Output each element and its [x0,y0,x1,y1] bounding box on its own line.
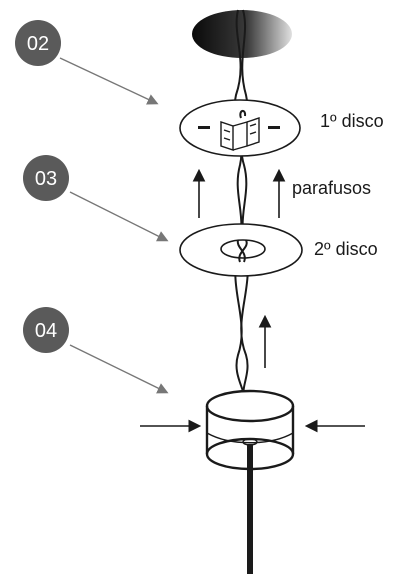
cable-strand-b [240,9,249,401]
label-screws: parafusos [292,178,371,198]
screw-slot-right [268,126,280,129]
label-first-disc: 1º disco [320,111,384,131]
pointer-step-04 [69,344,169,394]
step-number: 04 [35,320,57,342]
terminal-bracket [220,117,260,151]
label-second-disc: 2º disco [314,239,378,259]
pendant-rod [247,444,253,574]
wire-hook [239,110,247,119]
step-badge-03: 03 [23,155,69,201]
cable-strand-a [233,9,246,401]
pointer-step-03 [69,191,169,242]
step-badge-02: 02 [15,20,61,66]
first-disc [179,99,301,157]
cable-through-hole [236,239,248,263]
ceiling-canopy [192,10,292,58]
step-badge-04: 04 [23,307,69,353]
screw-slot-left [198,126,210,129]
step-number: 02 [27,33,49,55]
step-number: 03 [35,168,57,190]
pointer-step-02 [59,57,159,105]
